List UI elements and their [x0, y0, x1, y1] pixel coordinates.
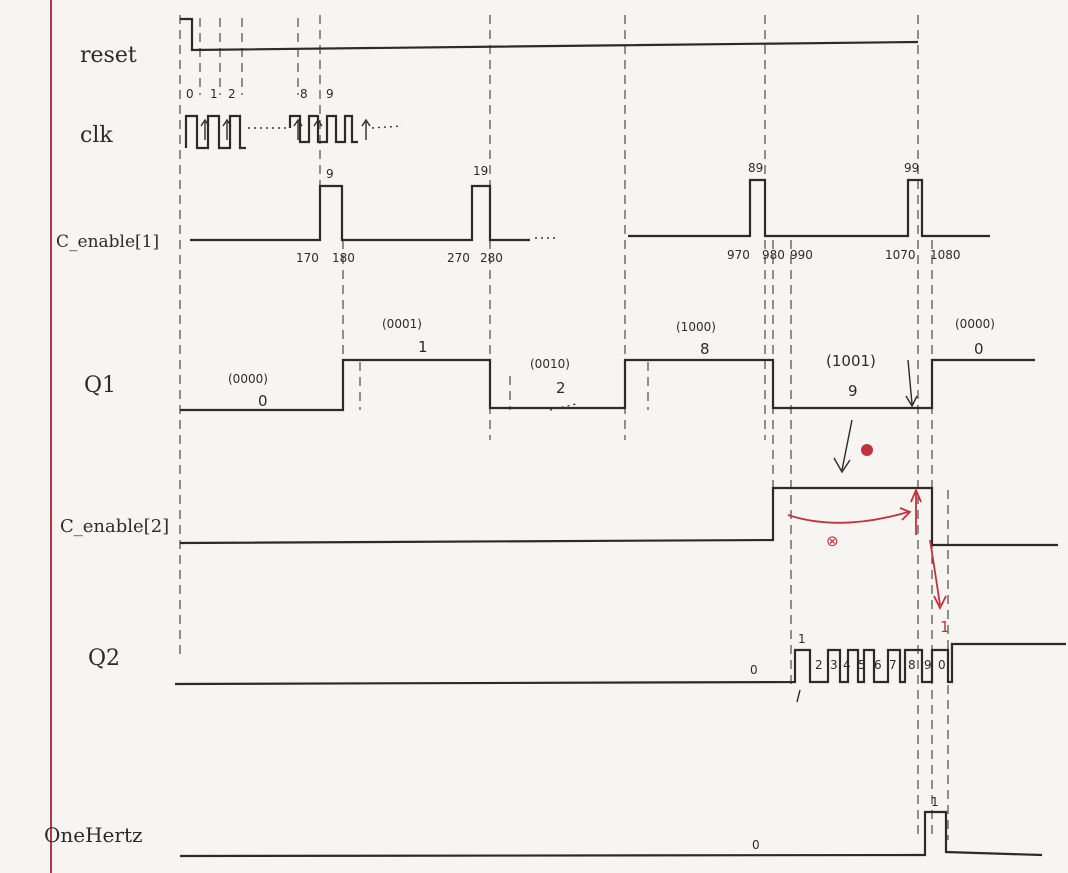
q1-edge-arrow	[905, 359, 918, 408]
label-q1: Q1	[84, 373, 116, 398]
c-enable-1-time: 990	[790, 248, 813, 262]
q1-state-value: 0	[258, 392, 268, 410]
q2-value: 1	[798, 632, 806, 646]
c-enable-1-pulse-label: 19	[473, 164, 488, 178]
c-enable-1-time: 170	[296, 251, 319, 265]
label-c-enable-2: C_enable[2]	[60, 516, 169, 537]
q2-value: 7	[889, 658, 897, 672]
clk-tick-8: 8	[300, 87, 308, 101]
clk-rising-arrow	[200, 118, 210, 140]
q2-value: 2	[815, 658, 823, 672]
one-hertz-low-label: 0	[752, 838, 760, 852]
q2-value: 4	[843, 658, 851, 672]
c-enable-1-pulse-label: 89	[748, 161, 763, 175]
c-enable-1-time: 180	[332, 251, 355, 265]
q2-value: 8	[908, 658, 916, 672]
label-q2: Q2	[88, 646, 120, 671]
q2-value: 0	[750, 663, 758, 677]
q1-state-code: (1000)	[676, 320, 716, 334]
label-reset: reset	[80, 43, 137, 68]
q2-waveform	[174, 642, 1066, 686]
red-up-arrow	[910, 487, 922, 535]
reset-waveform	[180, 17, 919, 52]
c-enable-1-pulse-label: 9	[326, 167, 334, 181]
q1-state-value: 8	[700, 340, 710, 358]
clk-rising-arrow	[361, 118, 371, 140]
q1-waveform	[180, 358, 1035, 412]
clk-waveform	[184, 114, 403, 150]
one-hertz-waveform	[179, 810, 1043, 858]
c-enable-1-time: 270	[447, 251, 470, 265]
clk-tick-2: 2	[228, 87, 236, 101]
clk-rising-arrow	[313, 118, 323, 140]
label-clk: clk	[80, 123, 113, 148]
clk-tick-0: 0	[186, 87, 194, 101]
q1-state-value: 0	[974, 340, 984, 358]
q1-state-value: 9	[848, 382, 858, 400]
q2-value: 0	[938, 658, 946, 672]
red-margin-line	[50, 0, 52, 873]
c-enable-2-mark: ⊗	[826, 532, 839, 550]
q1-state-code: (1001)	[826, 352, 876, 370]
c-enable-1-time: 1070	[885, 248, 916, 262]
q1-state-value: 1	[418, 338, 428, 356]
c-enable-2-waveform	[179, 486, 1058, 547]
c-enable-1-pulses-first	[190, 184, 530, 242]
c-enable-1-waveform	[190, 178, 990, 242]
one-hertz-high-label: 1	[931, 795, 939, 809]
clk-pulses-mid	[288, 114, 358, 144]
q2-edge-tick	[796, 689, 801, 703]
q2-edge-mark: 1	[940, 618, 950, 636]
clk-rising-arrow	[222, 118, 232, 140]
c-enable-1-time: 970	[727, 248, 750, 262]
clk-pulses-start	[184, 114, 246, 150]
c-enable-1-time: 980	[762, 248, 785, 262]
q2-value: 5	[858, 658, 866, 672]
q2-value: 6	[874, 658, 882, 672]
clk-tick-1: 1	[210, 87, 218, 101]
c-enable-1-time: 280	[480, 251, 503, 265]
c-enable-1-time: 1080	[930, 248, 961, 262]
q1-transition-marks	[359, 362, 649, 410]
q1-state-code: (0001)	[382, 317, 422, 331]
red-down-arrow	[929, 539, 947, 611]
label-one-hertz: OneHertz	[44, 823, 143, 847]
q2-value: 9	[924, 658, 932, 672]
clk-rising-arrow	[293, 118, 303, 140]
c-enable-1-pulses-last	[628, 178, 990, 238]
q1-state-code: (0000)	[228, 372, 268, 386]
clk-ellipsis	[371, 125, 403, 129]
q1-to-c-enable-2-arrow	[833, 419, 853, 474]
q1-ellipsis	[549, 403, 577, 411]
q2-value: 3	[830, 658, 838, 672]
red-cycle-arrow	[787, 507, 912, 524]
q1-state-code: (0010)	[530, 357, 570, 371]
clk-tick-9: 9	[326, 87, 334, 101]
label-c-enable-1: C_enable[1]	[56, 232, 159, 252]
c-enable-1-pulse-label: 99	[904, 161, 919, 175]
q1-state-value: 2	[556, 379, 566, 397]
q2-counting-waveform	[174, 642, 1066, 686]
red-dot-marker	[861, 444, 873, 456]
guide-lines	[179, 15, 949, 840]
q1-state-code: (0000)	[955, 317, 995, 331]
